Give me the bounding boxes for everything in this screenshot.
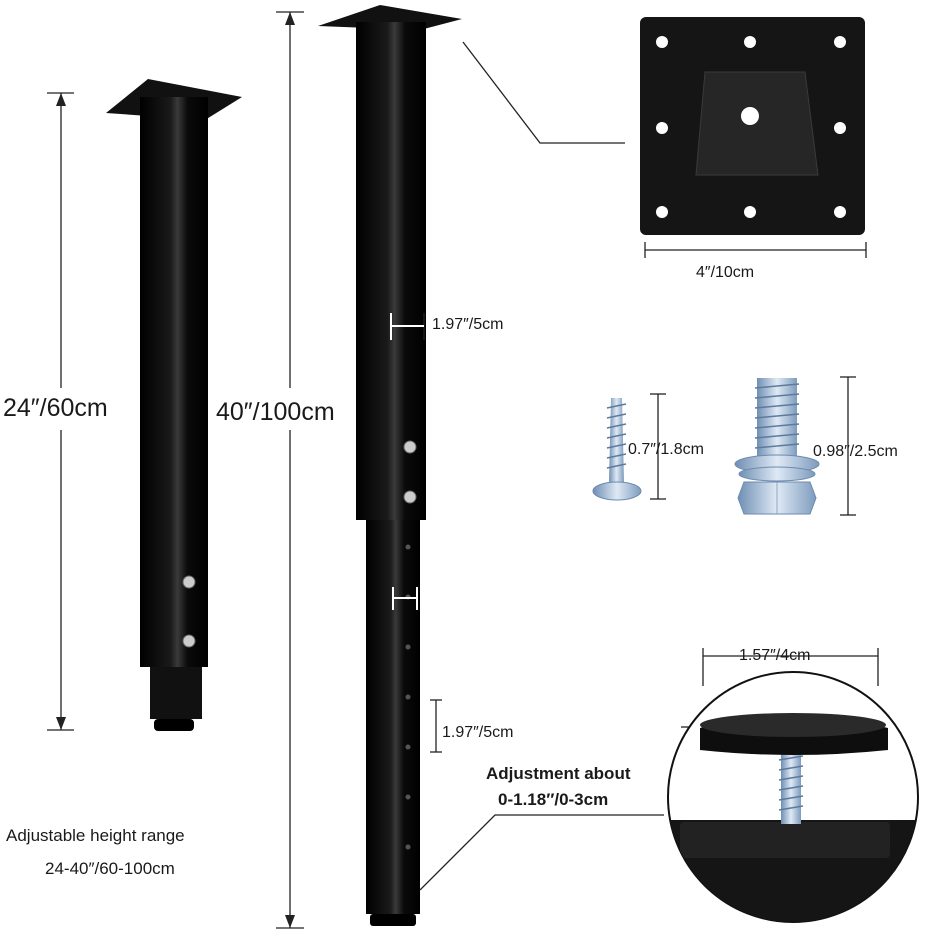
tall-leg-outer-tube <box>356 22 426 520</box>
tall-table-leg <box>318 5 462 926</box>
short-table-leg <box>106 79 242 731</box>
bolt-with-nut <box>734 378 820 515</box>
tube-overlap-label: 1.97″/5cm <box>432 316 504 333</box>
tall-leg-screw-2 <box>403 490 417 504</box>
tall-leg-screw-1 <box>403 440 417 454</box>
bolt-label: 0.98″/2.5cm <box>813 443 898 460</box>
short-leg-height-label: 24″/60cm <box>3 394 108 422</box>
plate-width-label: 4″/10cm <box>696 264 755 281</box>
short-leg-screw-1 <box>182 575 196 589</box>
short-leg-inner-tube <box>150 667 202 719</box>
plate-screw-holes <box>656 36 846 218</box>
short-leg-screw-2 <box>182 634 196 648</box>
wood-screw-label: 0.7″/1.8cm <box>628 441 704 458</box>
foot-width-label: 1.57″/4cm <box>739 647 811 664</box>
plate-center-hole <box>741 107 759 125</box>
short-leg-tube <box>140 97 208 667</box>
wood-screw <box>592 398 642 501</box>
adjustment-label-line2: 0-1.18″/0-3cm <box>498 790 609 809</box>
dimension-lines <box>47 11 879 929</box>
mounting-plate <box>640 17 865 235</box>
short-leg-foot <box>154 719 194 731</box>
adjustment-label-line1: Adjustment about <box>486 764 631 783</box>
height-range-label-line1: Adjustable height range <box>6 826 185 845</box>
tall-leg-inner-tube <box>366 520 420 914</box>
tall-leg-height-label: 40″/100cm <box>216 398 335 426</box>
adjustable-foot-detail <box>667 671 919 923</box>
tall-leg-foot <box>370 914 416 926</box>
height-range-label-line2: 24-40″/60-100cm <box>45 859 175 878</box>
hole-spacing-label: 1.97″/5cm <box>442 724 514 741</box>
